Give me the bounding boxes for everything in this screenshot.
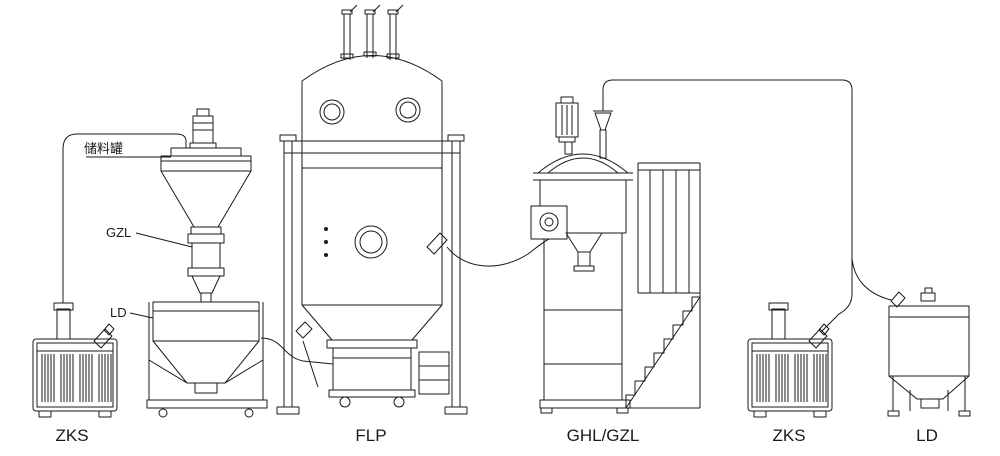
ghl-gzl-caption: GHL/GZL bbox=[567, 426, 640, 445]
ld-right-unit bbox=[887, 287, 971, 417]
stairs bbox=[625, 296, 700, 408]
ld-label: LD bbox=[110, 305, 127, 320]
zks-right-caption: ZKS bbox=[772, 426, 805, 445]
zks-left-caption: ZKS bbox=[55, 426, 88, 445]
ld-right-caption: LD bbox=[916, 426, 938, 445]
ld-inlet-fitting bbox=[890, 291, 906, 308]
callout-gzl: GZL bbox=[106, 225, 193, 248]
platform-railing bbox=[637, 162, 701, 408]
pipe-flp-to-ghl bbox=[426, 232, 550, 267]
gzl-leader-line bbox=[135, 232, 193, 248]
flp-caption: FLP bbox=[355, 426, 386, 445]
zks-left-unit bbox=[32, 302, 118, 418]
equipment-labels: ZKS FLP GHL/GZL ZKS LD bbox=[55, 426, 937, 445]
callout-ld: LD bbox=[110, 305, 154, 320]
pipe-storage-to-flp bbox=[260, 337, 334, 365]
pipe-branch-to-ld bbox=[851, 257, 892, 301]
gzl-label: GZL bbox=[106, 225, 131, 240]
ld-leader-line bbox=[129, 312, 154, 319]
ghl-gzl-unit bbox=[530, 96, 701, 414]
callout-storage-tank: 储料罐 bbox=[84, 141, 171, 158]
flp-unit bbox=[276, 4, 468, 415]
spray-lance bbox=[426, 232, 448, 255]
zks-right-unit bbox=[747, 302, 833, 418]
storage-column-unit bbox=[146, 108, 268, 418]
storage-tank-label: 储料罐 bbox=[84, 141, 123, 156]
pipe-zks-to-storage-tank bbox=[62, 133, 187, 303]
pipe-ghl-to-right bbox=[602, 79, 892, 332]
